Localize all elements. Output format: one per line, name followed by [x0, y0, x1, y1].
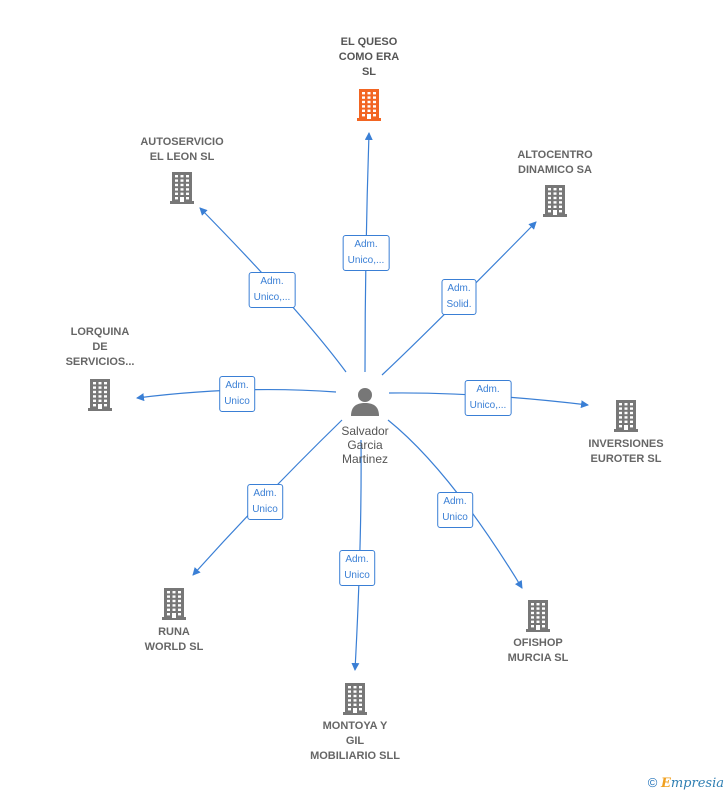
- person-name-line: Martinez: [341, 452, 388, 466]
- company-name-line: DINAMICO SA: [518, 164, 592, 176]
- relation-label-ofishop[interactable]: Adm. Unico: [437, 492, 473, 528]
- building-icon[interactable]: [543, 183, 567, 222]
- building-icon[interactable]: [526, 598, 550, 637]
- company-name-runa[interactable]: RUNA WORLD SL: [145, 625, 204, 655]
- relation-label-altocentro[interactable]: Adm. Solid.: [441, 279, 477, 315]
- edge-montoya: [351, 439, 362, 671]
- relation-label-autoservicio[interactable]: Adm. Unico,...: [248, 272, 296, 308]
- edge-ofishop: [387, 419, 523, 589]
- company-name-line: SL: [361, 66, 377, 78]
- company-name-line: MOBILIARIO SLL: [310, 750, 400, 762]
- company-name-montoya[interactable]: MONTOYA Y GIL MOBILIARIO SLL: [310, 719, 400, 764]
- company-name-line: GIL: [345, 735, 365, 747]
- company-name-line: LORQUINA: [70, 326, 130, 338]
- company-name-line: SERVICIOS...: [65, 356, 135, 368]
- person-name-line: Garcia: [347, 438, 383, 452]
- building-icon[interactable]: [614, 398, 638, 437]
- relation-label-runa[interactable]: Adm. Unico: [247, 484, 283, 520]
- empresia-logo: Empresia: [660, 776, 724, 791]
- relation-label-queso[interactable]: Adm. Unico,...: [342, 235, 390, 271]
- company-name-line: DE: [92, 341, 108, 353]
- company-name-inversiones[interactable]: INVERSIONES EUROTER SL: [588, 437, 663, 467]
- relation-label-line: Adm.: [253, 488, 277, 499]
- footer-brand[interactable]: © Empresia: [648, 775, 724, 791]
- building-icon[interactable]: [88, 377, 112, 416]
- relation-label-line: Unico: [344, 570, 370, 581]
- building-icon[interactable]: [170, 170, 194, 209]
- company-name-line: EUROTER SL: [590, 453, 662, 465]
- relation-label-line: Adm.: [345, 554, 369, 565]
- building-icon[interactable]: [343, 681, 367, 720]
- relation-label-line: Unico,...: [469, 400, 507, 411]
- company-name-altocentro[interactable]: ALTOCENTRO DINAMICO SA: [517, 148, 592, 178]
- relation-label-line: Unico,...: [253, 292, 291, 303]
- company-name-line: MURCIA SL: [507, 652, 569, 664]
- company-name-line: INVERSIONES: [588, 438, 664, 450]
- relation-label-montoya[interactable]: Adm. Unico: [339, 550, 375, 586]
- company-name-line: ALTOCENTRO: [517, 149, 593, 161]
- company-name-line: OFISHOP: [513, 637, 563, 649]
- company-name-lorquina[interactable]: LORQUINA DE SERVICIOS...: [66, 325, 135, 370]
- relation-label-inversiones[interactable]: Adm. Unico,...: [464, 380, 512, 416]
- company-name-line: MONTOYA Y: [322, 720, 388, 732]
- company-name-line: COMO ERA: [338, 51, 400, 63]
- building-icon-highlighted[interactable]: [357, 87, 381, 126]
- company-name-autoservicio[interactable]: AUTOSERVICIO EL LEON SL: [140, 135, 223, 165]
- relation-label-line: Adm.: [447, 283, 471, 294]
- relation-label-line: Adm.: [260, 276, 284, 287]
- person-icon[interactable]: [350, 386, 380, 421]
- relation-label-line: Adm.: [476, 384, 500, 395]
- relation-label-line: Adm.: [225, 380, 249, 391]
- relation-label-line: Solid.: [446, 299, 472, 310]
- company-name-line: RUNA: [158, 626, 190, 638]
- relation-label-line: Unico: [442, 512, 468, 523]
- building-icon[interactable]: [162, 586, 186, 625]
- company-name-ofishop[interactable]: OFISHOP MURCIA SL: [508, 636, 569, 666]
- company-name-line: WORLD SL: [144, 641, 204, 653]
- relation-label-line: Unico: [224, 396, 250, 407]
- person-name-line: Salvador: [341, 424, 389, 438]
- relation-label-line: Unico: [252, 504, 278, 515]
- company-name-line: EL QUESO: [340, 36, 398, 48]
- copyright-icon: ©: [647, 775, 658, 790]
- relation-label-lorquina[interactable]: Adm. Unico: [219, 376, 255, 412]
- company-name-line: AUTOSERVICIO: [140, 136, 224, 148]
- company-name-queso[interactable]: EL QUESO COMO ERA SL: [339, 35, 400, 80]
- relation-label-line: Unico,...: [347, 255, 385, 266]
- company-name-line: EL LEON SL: [149, 151, 215, 163]
- relation-label-line: Adm.: [443, 496, 467, 507]
- relation-label-line: Adm.: [354, 239, 378, 250]
